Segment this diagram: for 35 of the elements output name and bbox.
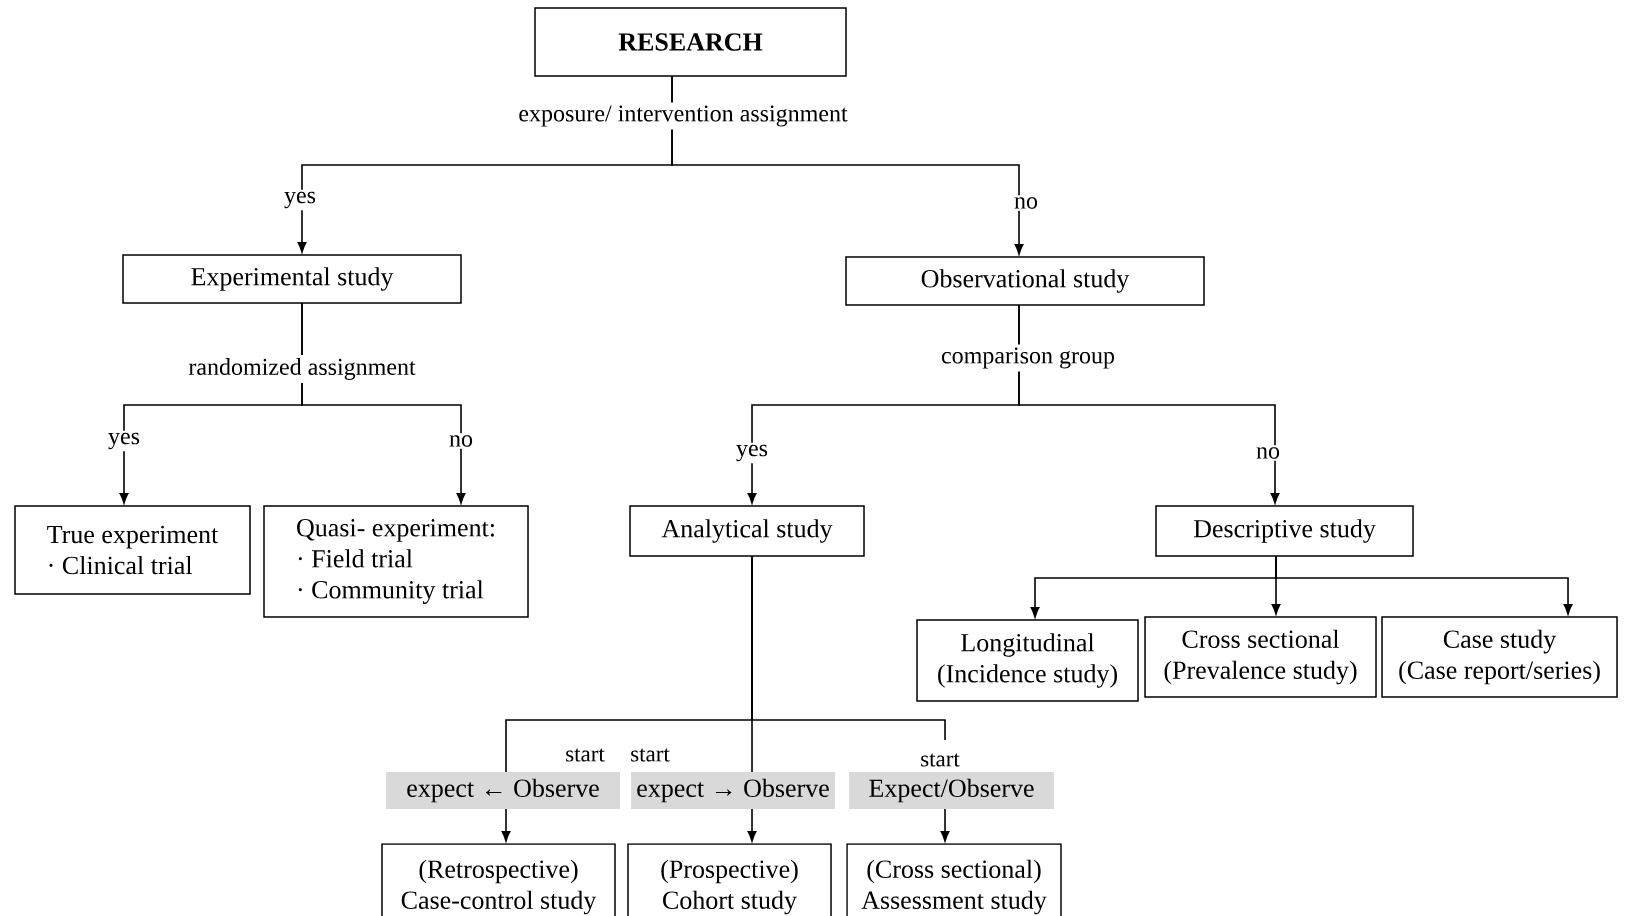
shaded-label-box: expect → Observe (631, 772, 835, 809)
study-box: Quasi- experiment: · Field trial · Community trial (263, 505, 529, 618)
arrow (501, 808, 511, 842)
study-box: Cross sectional (Prevalence study) (1144, 616, 1377, 698)
edge-label: no (1012, 195, 1040, 211)
side-note: start (631, 748, 670, 762)
arrow (1275, 555, 1573, 615)
root-box: RESEARCH (534, 7, 847, 77)
study-box: Analytical study (629, 505, 865, 557)
study-box: Descriptive study (1155, 505, 1414, 557)
branch-label: comparison group (938, 344, 1118, 372)
arrow (301, 302, 466, 504)
study-box: (Prospective) Cohort study (627, 843, 832, 916)
edge-label: no (1254, 445, 1282, 461)
shaded-label-box: expect ← Observe (386, 772, 620, 809)
study-box: Experimental study (122, 254, 462, 304)
branch-label: exposure/ intervention assignment (515, 102, 851, 130)
side-note: start (566, 748, 605, 762)
study-box: Observational study (845, 256, 1205, 306)
study-box: (Retrospective) Case-control study (381, 843, 616, 916)
shaded-label-box: Expect/Observe (849, 772, 1054, 809)
edge-label: yes (282, 189, 318, 211)
arrow (1018, 304, 1280, 504)
study-box: True experiment · Clinical trial (14, 505, 251, 595)
arrow (671, 75, 1024, 255)
edge-label: no (447, 433, 475, 449)
study-box: Case study (Case report/series) (1381, 616, 1618, 698)
study-box: Longitudinal (Incidence study) (916, 619, 1139, 702)
edge-label: yes (734, 442, 770, 464)
study-box: (Cross sectional) Assessment study (846, 843, 1062, 916)
arrow (747, 808, 757, 842)
side-note: start (921, 753, 960, 767)
branch-label: randomized assignment (185, 355, 419, 383)
arrow (940, 808, 950, 842)
edge-label: yes (106, 430, 142, 452)
